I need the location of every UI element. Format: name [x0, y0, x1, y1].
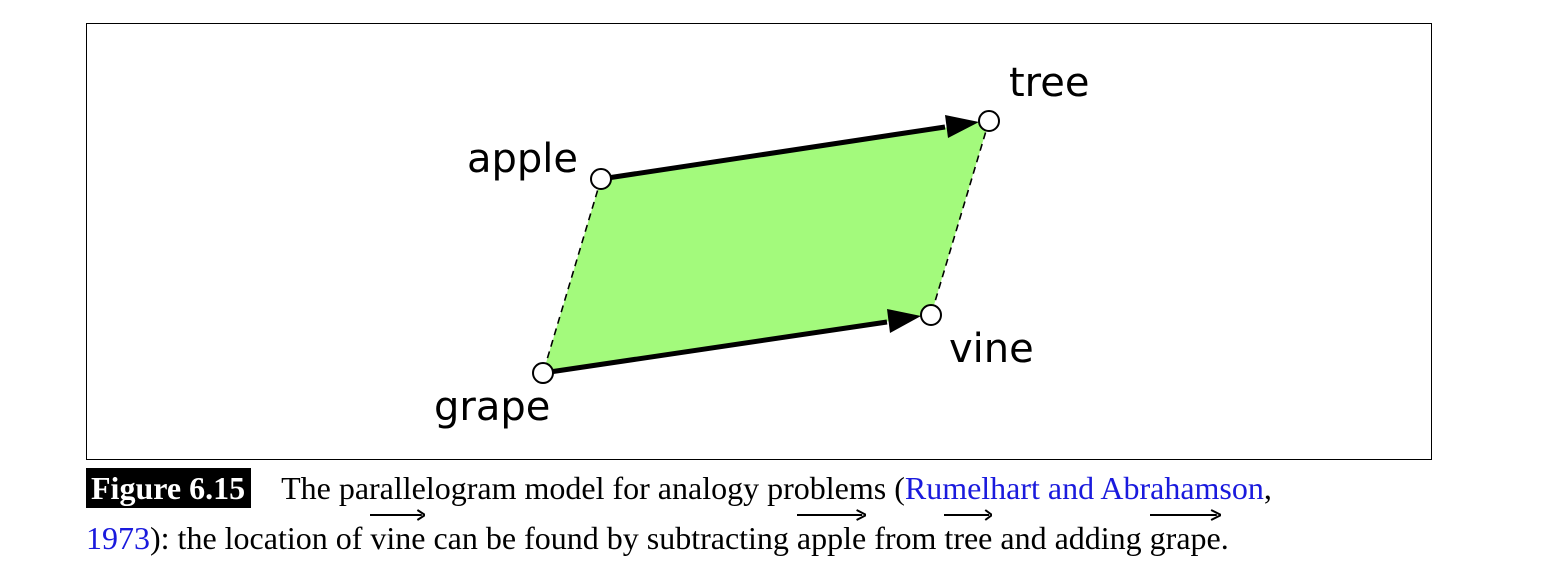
parallelogram-diagram: apple tree grape vine	[434, 60, 1089, 430]
label-vine: vine	[949, 326, 1034, 372]
edge-tree-vine	[930, 120, 990, 316]
caption-text-2e: .	[1220, 520, 1229, 556]
vector-arrow-icon	[944, 509, 992, 521]
caption-line-1: Figure 6.15 The parallelogram model for a…	[86, 463, 1466, 513]
edge-apple-grape	[542, 178, 602, 374]
vector-vine: vine	[370, 513, 426, 563]
vector-grape: grape	[1149, 513, 1221, 563]
node-vine	[920, 304, 942, 326]
figure-label: Figure 6.15	[86, 468, 252, 508]
node-tree	[978, 110, 1000, 132]
parallelogram-fill	[543, 121, 989, 373]
caption-text-2a: ): the location of	[150, 520, 371, 556]
caption-text-1: The parallelogram model for analogy prob…	[281, 470, 905, 506]
arrow-apple-tree	[600, 124, 946, 182]
caption-line-2: 1973): the location of vine can be found…	[86, 513, 1466, 563]
vector-arrow-icon	[370, 509, 425, 521]
vector-arrow-icon	[797, 509, 866, 521]
arrowhead-tree	[945, 115, 979, 138]
arrowhead-vine	[887, 309, 921, 333]
figure-caption: Figure 6.15 The parallelogram model for a…	[86, 463, 1466, 563]
label-apple: apple	[467, 136, 578, 182]
node-grape	[532, 362, 554, 384]
label-tree: tree	[1009, 60, 1089, 106]
caption-text-2b: can be found by subtracting	[425, 520, 797, 556]
label-grape: grape	[434, 384, 550, 430]
figure-frame: apple tree grape vine	[86, 23, 1432, 460]
arrow-grape-vine	[542, 319, 888, 376]
caption-text-2d: and adding	[992, 520, 1150, 556]
caption-text-2c: from	[866, 520, 945, 556]
vector-apple: apple	[796, 513, 867, 563]
citation-authors-link[interactable]: Rumelhart and Abrahamson	[904, 470, 1264, 506]
citation-year-link[interactable]: 1973	[86, 520, 150, 556]
caption-line1-end: ,	[1263, 470, 1272, 506]
node-apple	[590, 168, 612, 190]
vector-arrow-icon	[1150, 509, 1221, 521]
vector-tree: tree	[944, 513, 993, 563]
